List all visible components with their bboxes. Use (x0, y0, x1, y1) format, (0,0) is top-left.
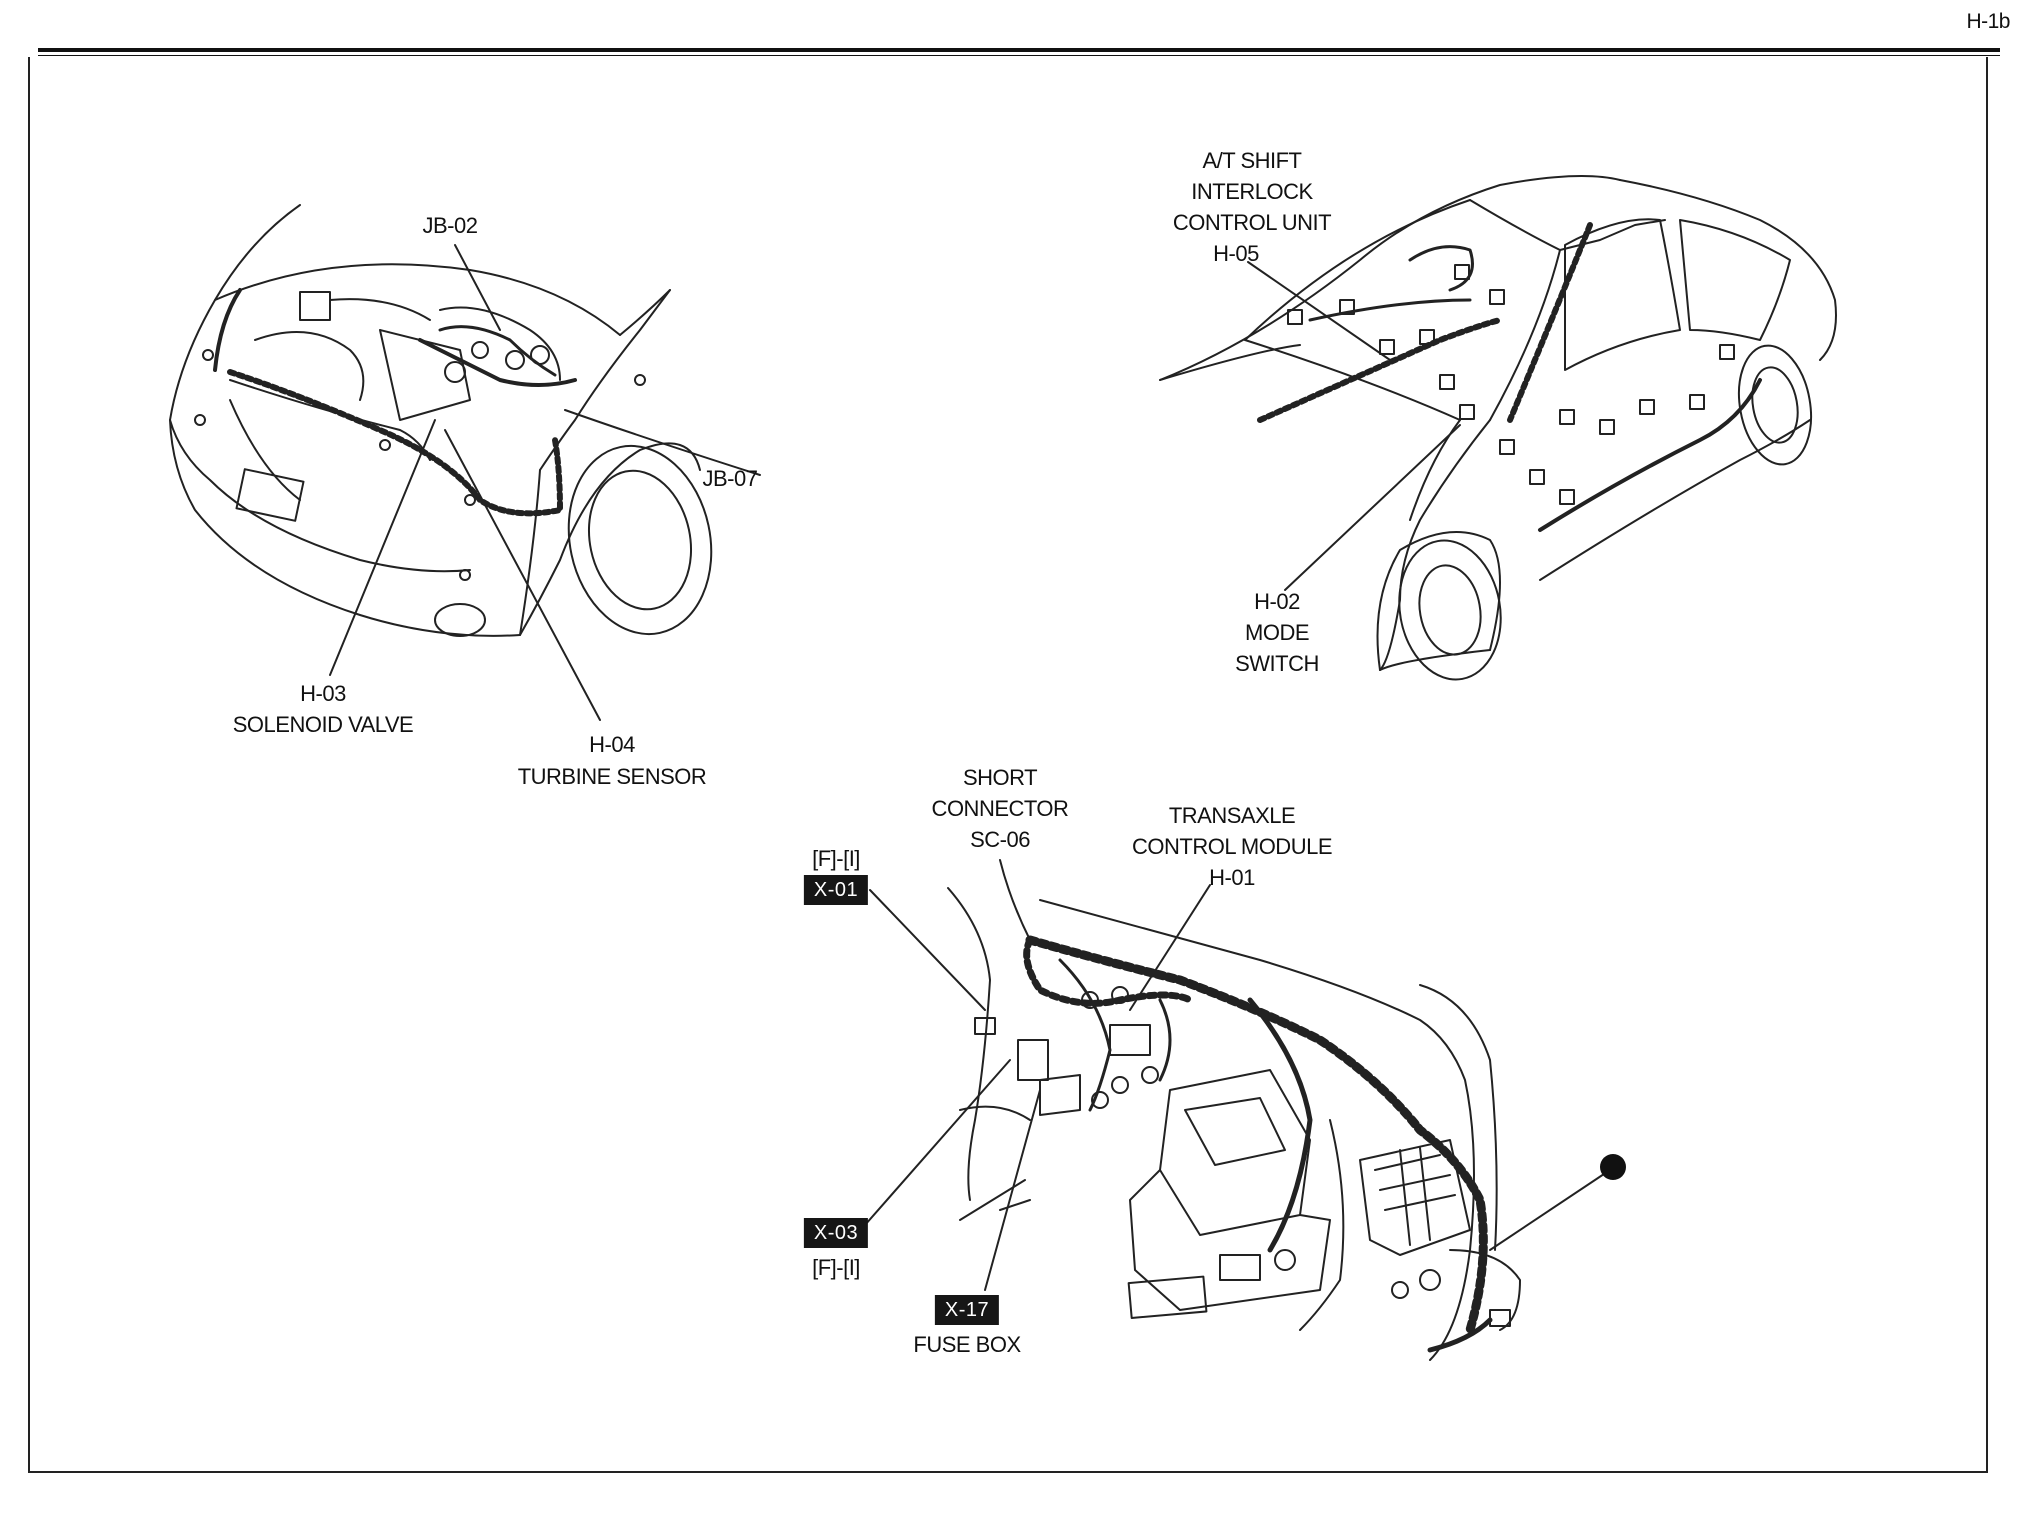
jb07-label: JB-07 (702, 466, 758, 491)
x01-ref-label: [F]-[I] (812, 846, 860, 871)
short-connector-line2-label: CONNECTOR (931, 796, 1069, 821)
short-connector-line1-label: SHORT (962, 765, 1038, 790)
h02-line2-label: SWITCH (1235, 651, 1319, 676)
h05-line3-label: CONTROL UNIT (1172, 210, 1332, 235)
x03-connector-tag: X-03 (803, 1218, 869, 1248)
tcm-line1-label: TRANSAXLE (1168, 803, 1296, 828)
x01-connector-tag: X-01 (803, 875, 869, 905)
h05-line1-label: A/T SHIFT (1202, 148, 1303, 173)
h02-line1-label: MODE (1245, 620, 1310, 645)
x17-connector-tag: X-17 (934, 1295, 1000, 1325)
h04-name-label: TURBINE SENSOR (517, 764, 707, 789)
ground-point-marker (1600, 1154, 1626, 1180)
cabin-car-drawing (1159, 175, 1837, 681)
page-id: H-1b (1966, 10, 2010, 33)
fuse-box-label: FUSE BOX (913, 1332, 1021, 1357)
tcm-code-label: H-01 (1209, 865, 1255, 890)
tcm-line2-label: CONTROL MODULE (1132, 834, 1332, 859)
jb02-label: JB-02 (422, 213, 478, 238)
h05-code-label: H-05 (1213, 241, 1259, 266)
h03-name-label: SOLENOID VALVE (232, 712, 414, 737)
dash-drawing (864, 859, 1611, 1361)
header-rule (38, 48, 2000, 52)
header-rule-thin (38, 55, 2000, 56)
front-car-drawing (169, 204, 761, 721)
x03-ref-label: [F]-[I] (812, 1255, 860, 1280)
h04-code-label: H-04 (589, 732, 635, 757)
h02-code-label: H-02 (1254, 589, 1300, 614)
h03-code-label: H-03 (300, 681, 346, 706)
short-connector-code-label: SC-06 (970, 827, 1030, 852)
h05-line2-label: INTERLOCK (1191, 179, 1313, 204)
diagram-frame (28, 57, 1988, 1473)
